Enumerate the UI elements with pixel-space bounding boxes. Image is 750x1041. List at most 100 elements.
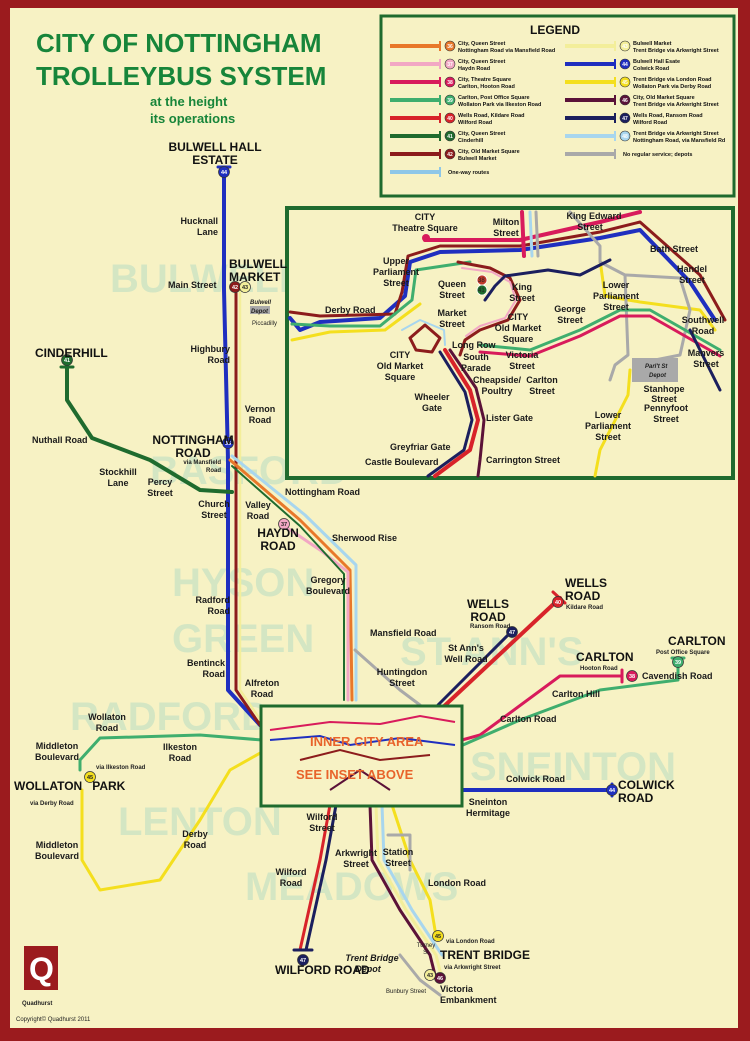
label-cinderhill: CINDERHILL	[35, 346, 108, 360]
route-36-green	[231, 465, 345, 701]
route-disc-number: 42	[232, 285, 238, 291]
legend-route-disc	[444, 76, 456, 88]
legend-route-number: 42	[447, 152, 453, 158]
legend-route-disc	[444, 58, 456, 70]
inner-city-notice: INNER CITY AREA	[310, 734, 424, 749]
legend-route-number: 39	[447, 98, 453, 104]
title-line3: at the height	[150, 94, 228, 109]
publisher-name: Quadhurst	[22, 1001, 52, 1007]
route-disc-n44a	[218, 166, 230, 178]
inset-loop-pink	[461, 267, 517, 337]
legend-route-disc	[619, 130, 631, 142]
inset-derby-road: Derby Road	[325, 305, 376, 315]
map-title: CITY OF NOTTINGHAM TROLLEYBUS SYSTEM at …	[36, 28, 326, 126]
inset-depot-loop2	[624, 273, 692, 362]
route-48-line	[230, 454, 358, 702]
route-disc-number: 41	[64, 358, 70, 364]
route-disc-n41	[61, 354, 73, 366]
legend-route-number: 47	[622, 116, 628, 122]
label-via-london-road: via London Road	[446, 939, 495, 945]
label-hooton-road: Hooton Road	[580, 666, 618, 672]
legend-route-disc	[619, 112, 631, 124]
label-ransom-road: Ransom Road	[470, 624, 511, 630]
label-carlton-road: Carlton Road	[500, 714, 557, 724]
legend-heading: LEGEND	[530, 23, 580, 37]
route-disc-number: 47	[300, 958, 306, 964]
route-40-line	[438, 596, 562, 712]
inset-route-41-number: 41	[478, 288, 485, 294]
inset-king-edward	[568, 210, 602, 262]
inset-oms-loop	[408, 323, 442, 354]
district-green: GREEN	[172, 617, 314, 661]
route-disc-number: 45	[87, 775, 93, 781]
route-38-line	[460, 674, 624, 742]
route-disc-n39	[672, 656, 684, 668]
route-37-line	[281, 523, 350, 702]
route-41-line	[65, 366, 234, 494]
inset-frame	[285, 206, 735, 480]
legend-route-number: 44	[622, 62, 628, 68]
legend-route-number: 40	[447, 116, 453, 122]
legend-route-number: 46	[622, 98, 628, 104]
label-carlton-hill: Carlton Hill	[552, 689, 600, 699]
label-piccadilly: Piccadilly	[252, 321, 277, 327]
title-line4: its operations	[150, 111, 235, 126]
label-wollaton-park: WOLLATON PARK	[14, 779, 126, 793]
district-sneinton: SNEINTON	[470, 745, 676, 789]
inset-route-39	[290, 260, 472, 328]
inset-south-plum	[448, 348, 486, 478]
route-disc-number: 47	[509, 630, 515, 636]
route-45-west	[80, 750, 264, 892]
depot-line-huntingdon	[353, 648, 422, 707]
route-disc-n40	[552, 596, 564, 608]
legend-route-disc	[619, 58, 631, 70]
inset-manvers	[688, 328, 722, 392]
legend-route-number: 38	[447, 80, 453, 86]
inset-long-row: Long Row	[452, 340, 496, 350]
inset-carrington-street: Carrington Street	[486, 455, 560, 465]
label-carlton-top: CARLTON	[668, 634, 726, 648]
inset-route-45-east	[598, 258, 717, 332]
inner-city-box: INNER CITY AREA SEE INSET ABOVE	[259, 704, 464, 808]
route-disc-number: 40	[555, 600, 561, 606]
